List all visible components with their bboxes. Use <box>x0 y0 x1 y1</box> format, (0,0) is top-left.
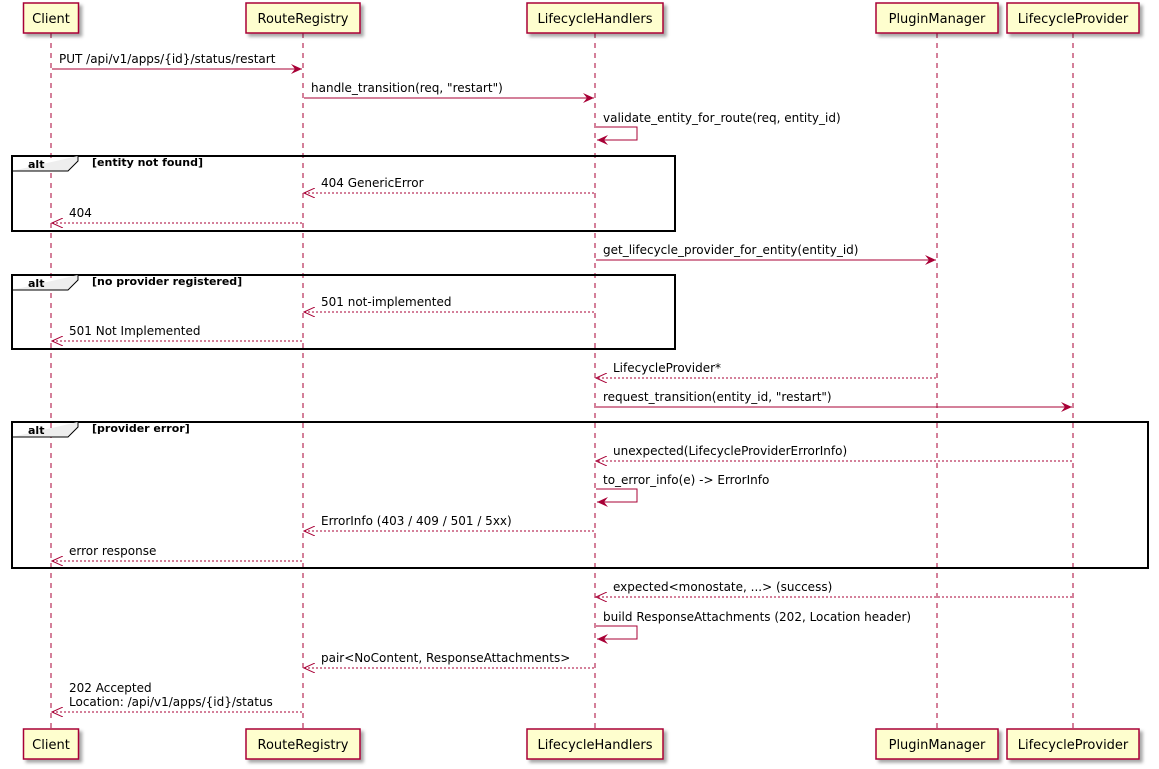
self-call-arrow <box>596 488 638 507</box>
message-15: expected<monostate, ...> (success) <box>596 580 1072 597</box>
message-8: 501 Not Implemented <box>52 324 302 341</box>
fragment-guard: [provider error] <box>92 422 190 435</box>
participant-registry-top: RouteRegistry <box>245 2 361 34</box>
participant-client-top: Client <box>22 2 80 34</box>
participant-box <box>22 728 80 760</box>
fragment-frame <box>11 274 676 350</box>
message-1: PUT /api/v1/apps/{id}/status/restart <box>52 52 302 74</box>
message-13: ErrorInfo (403 / 409 / 501 / 5xx) <box>304 514 594 531</box>
message-label: ErrorInfo (403 / 409 / 501 / 5xx) <box>321 514 512 528</box>
message-label: 202 Accepted <box>69 681 152 695</box>
message-16: build ResponseAttachments (202, Location… <box>596 610 911 644</box>
message-7: 501 not-implemented <box>304 295 594 312</box>
participant-label: LifecycleHandlers <box>538 738 653 753</box>
participant-box <box>1006 2 1140 34</box>
message-10: request_transition(entity_id, "restart") <box>596 390 1072 412</box>
message-label: error response <box>69 544 156 558</box>
message-label: to_error_info(e) -> ErrorInfo <box>603 473 769 487</box>
fragment-guard: [entity not found] <box>92 156 203 169</box>
participant-box <box>526 728 664 760</box>
fragment-guard: [no provider registered] <box>92 275 242 288</box>
message-label: 501 not-implemented <box>321 295 451 309</box>
fragment-alt-2: alt [no provider registered] <box>11 274 676 350</box>
participant-box <box>245 728 361 760</box>
participant-label: Client <box>32 738 70 753</box>
message-label: 501 Not Implemented <box>69 324 201 338</box>
message-5: 404 <box>52 206 302 223</box>
fragment-tab <box>12 275 79 291</box>
participant-box <box>875 728 999 760</box>
participant-label: Client <box>32 12 70 27</box>
participant-box <box>245 2 361 34</box>
message-label: validate_entity_for_route(req, entity_id… <box>603 111 841 125</box>
message-label: 404 GenericError <box>321 176 424 190</box>
message-4: 404 GenericError <box>304 176 594 193</box>
message-label: request_transition(entity_id, "restart") <box>603 390 832 404</box>
participant-label: PluginManager <box>889 738 986 753</box>
message-label: LifecycleProvider* <box>613 361 721 375</box>
participant-label: LifecycleProvider <box>1018 12 1129 27</box>
participant-plugins-bottom: PluginManager <box>875 728 999 760</box>
fragment-keyword: alt <box>28 277 44 290</box>
participant-label: RouteRegistry <box>258 12 349 27</box>
participant-plugins-top: PluginManager <box>875 2 999 34</box>
fragment-frame <box>11 421 1149 569</box>
participant-registry-bottom: RouteRegistry <box>245 728 361 760</box>
message-label: 404 <box>69 206 92 220</box>
fragment-tab <box>12 156 79 172</box>
message-9: LifecycleProvider* <box>596 361 936 378</box>
participant-handlers-top: LifecycleHandlers <box>526 2 664 34</box>
participant-provider-bottom: LifecycleProvider <box>1006 728 1140 760</box>
participant-label: PluginManager <box>889 12 986 27</box>
message-label: unexpected(LifecycleProviderErrorInfo) <box>613 444 847 458</box>
message-label: expected<monostate, ...> (success) <box>613 580 832 594</box>
message-label: pair<NoContent, ResponseAttachments> <box>321 651 570 665</box>
participant-client-bottom: Client <box>22 728 80 760</box>
message-label: Location: /api/v1/apps/{id}/status <box>69 695 273 709</box>
fragment-frame <box>11 155 676 232</box>
self-call-arrow <box>596 625 638 644</box>
message-label: handle_transition(req, "restart") <box>311 81 503 95</box>
message-2: handle_transition(req, "restart") <box>304 81 594 103</box>
participant-label: RouteRegistry <box>258 738 349 753</box>
participant-provider-top: LifecycleProvider <box>1006 2 1140 34</box>
participant-handlers-bottom: LifecycleHandlers <box>526 728 664 760</box>
participant-box <box>1006 728 1140 760</box>
participant-box <box>875 2 999 34</box>
message-label: get_lifecycle_provider_for_entity(entity… <box>603 243 858 257</box>
fragment-tab <box>12 422 79 438</box>
fragment-keyword: alt <box>28 158 44 171</box>
self-call-arrow <box>596 126 638 145</box>
message-14: error response <box>52 544 302 561</box>
message-11: unexpected(LifecycleProviderErrorInfo) <box>596 444 1072 461</box>
message-label: PUT /api/v1/apps/{id}/status/restart <box>59 52 276 66</box>
message-17: pair<NoContent, ResponseAttachments> <box>304 651 594 668</box>
message-3: validate_entity_for_route(req, entity_id… <box>596 111 841 145</box>
fragment-alt-3: alt [provider error] <box>11 421 1149 569</box>
participant-box <box>22 2 80 34</box>
participant-box <box>526 2 664 34</box>
fragment-keyword: alt <box>28 424 44 437</box>
message-12: to_error_info(e) -> ErrorInfo <box>596 473 769 507</box>
participant-label: LifecycleHandlers <box>538 12 653 27</box>
participant-label: LifecycleProvider <box>1018 738 1129 753</box>
message-6: get_lifecycle_provider_for_entity(entity… <box>596 243 936 265</box>
fragment-alt-1: alt [entity not found] <box>11 155 676 232</box>
message-label: build ResponseAttachments (202, Location… <box>603 610 911 624</box>
